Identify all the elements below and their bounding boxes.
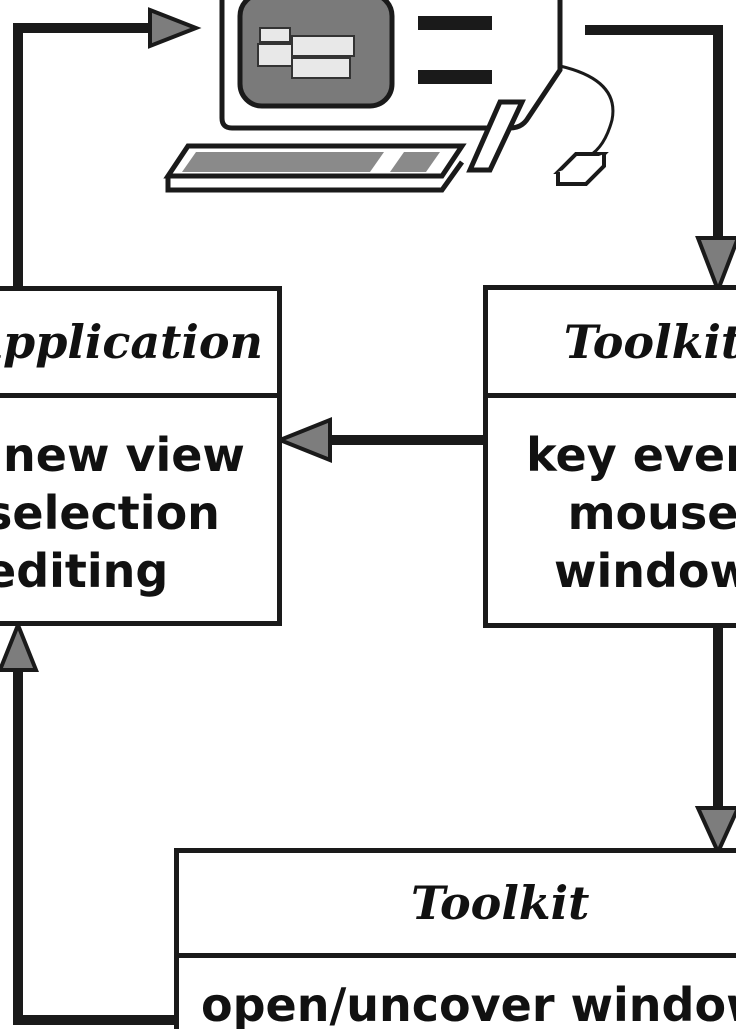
application-box: Application new view selection editing <box>0 286 282 626</box>
toolkit-event-line: window <box>553 544 736 598</box>
arrow-computer-to-toolkit <box>585 25 723 240</box>
toolkit-window-line: open/uncover window <box>201 978 736 1029</box>
application-line: new view <box>3 428 245 482</box>
toolkit-event-box-title: Toolkit <box>488 290 736 398</box>
arrowhead-computer-to-toolkit <box>695 236 736 296</box>
toolkit-window-box-body: open/uncover window <box>179 958 736 1029</box>
application-line: selection <box>0 486 220 540</box>
application-line: editing <box>0 544 169 598</box>
disk-slot-icon <box>418 70 492 84</box>
toolkit-window-box: Toolkit open/uncover window <box>174 848 736 1029</box>
arrowhead-app-to-computer <box>148 7 202 49</box>
toolkit-event-line: key event <box>526 428 736 482</box>
application-box-body: new view selection editing <box>0 398 277 621</box>
toolkit-event-box-body: key event mouse window <box>488 398 736 623</box>
disk-slot-icon <box>418 16 492 30</box>
toolkit-event-line: mouse <box>567 486 736 540</box>
toolkit-window-box-title: Toolkit <box>179 853 736 958</box>
arrowhead-toolkit-bottom-to-app <box>0 619 39 672</box>
arrowhead-toolkit-to-app <box>274 417 332 463</box>
arrow-toolkit-bottom-to-app <box>13 665 174 1025</box>
arrowhead-toolkit-to-toolkit-bottom <box>694 806 736 857</box>
toolkit-event-box: Toolkit key event mouse window <box>483 285 736 628</box>
application-box-title: Application <box>0 291 277 398</box>
mouse-icon <box>553 152 609 186</box>
arrow-app-to-computer <box>13 23 150 286</box>
